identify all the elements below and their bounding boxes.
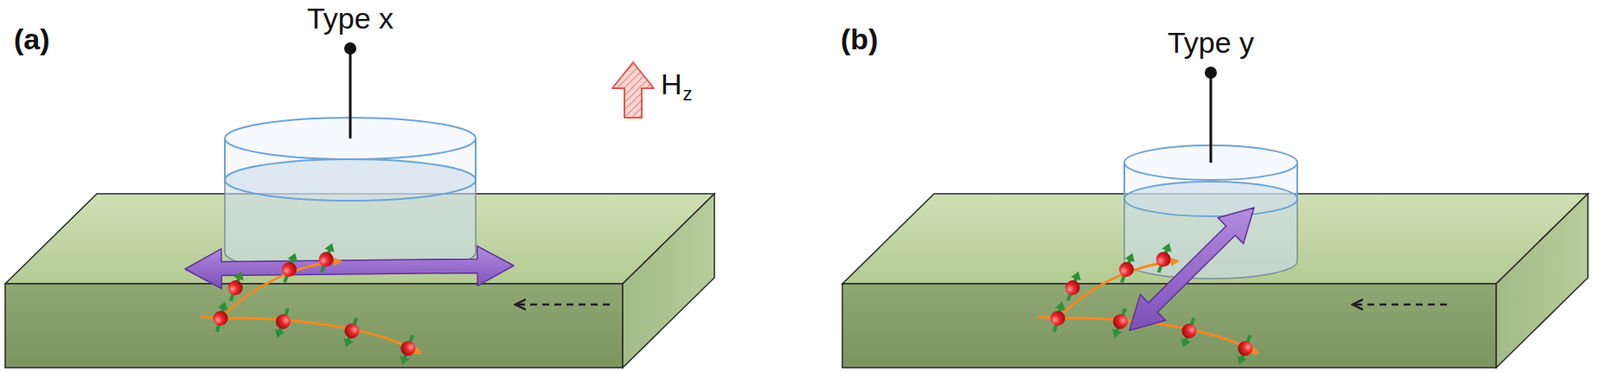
field-arrow (612, 62, 654, 118)
slab-side (622, 193, 715, 368)
field-subscript: z (683, 83, 693, 105)
spin-head (1070, 269, 1083, 282)
spin-head (1161, 241, 1174, 253)
electron-ball (398, 339, 418, 359)
spin-head (233, 269, 246, 282)
electron (339, 315, 364, 351)
cylinder-side (224, 179, 226, 253)
current-direction (517, 303, 610, 307)
electron-ball (316, 249, 336, 269)
cylinder-middle (224, 159, 476, 201)
spin-head (1125, 251, 1138, 263)
electron (277, 250, 302, 286)
spin-head (340, 338, 353, 350)
spin-head (272, 328, 285, 340)
electron-ball (1049, 309, 1068, 328)
spin-head (217, 300, 231, 311)
panel-label: (b) (840, 22, 878, 57)
electron (1176, 315, 1201, 351)
electron-ball (1062, 278, 1082, 298)
electron-ball (280, 260, 300, 280)
probe-rod (349, 48, 352, 139)
electron (395, 332, 420, 368)
cylinder-side (474, 179, 477, 253)
electron (1114, 250, 1140, 286)
spin-head (1234, 355, 1247, 367)
electron (1047, 299, 1070, 333)
cylinder-side (1296, 162, 1299, 199)
electron (270, 306, 295, 341)
spin-head (1055, 300, 1068, 311)
electron (314, 240, 340, 276)
electron-ball (211, 309, 231, 328)
electron-ball (225, 278, 245, 298)
probe-cylinder (224, 42, 476, 274)
cylinder-middle (1124, 181, 1298, 217)
probe-tip (1204, 66, 1217, 79)
slab-side (1496, 193, 1588, 368)
cylinder-lower (224, 159, 476, 274)
panel-label: (a) (13, 22, 51, 57)
current-direction (1354, 303, 1447, 307)
probe-rod (1209, 72, 1213, 163)
spin-down-path (1057, 318, 1258, 353)
cylinder-side (1123, 198, 1126, 262)
electron (1232, 332, 1257, 368)
spin-currents (1037, 240, 1447, 367)
cylinder-side (474, 138, 477, 180)
cylinder-side (1123, 162, 1126, 199)
electron-ball (1111, 312, 1131, 332)
electron (1152, 240, 1177, 276)
electron-ball (1179, 321, 1199, 341)
electron (210, 299, 233, 333)
electron-ball (1235, 339, 1255, 359)
cylinder-bottom (1124, 261, 1298, 279)
cylinder-lower (1124, 181, 1298, 279)
spin-head (324, 241, 337, 253)
electron-ball (1117, 260, 1137, 280)
spin-down-path (220, 318, 421, 353)
spin-head (1109, 328, 1122, 340)
probe-tip (344, 42, 357, 55)
spin-head (396, 355, 410, 367)
electron-ball (342, 321, 362, 341)
spin-head (288, 251, 301, 263)
field-symbol: H (660, 67, 683, 102)
electron-ball (274, 312, 294, 332)
slab-front (5, 283, 623, 368)
spin-head (1177, 338, 1191, 350)
probe-type: Type y (1167, 25, 1255, 60)
polarization-arrow (1129, 207, 1255, 331)
electron (224, 268, 249, 304)
electron (1107, 306, 1133, 341)
probe-type: Type x (307, 1, 394, 36)
electron-ball (1153, 249, 1173, 269)
electron (1061, 268, 1086, 304)
cylinder-side (1296, 198, 1299, 262)
spin-currents (200, 240, 610, 367)
cylinder-side (224, 138, 226, 180)
